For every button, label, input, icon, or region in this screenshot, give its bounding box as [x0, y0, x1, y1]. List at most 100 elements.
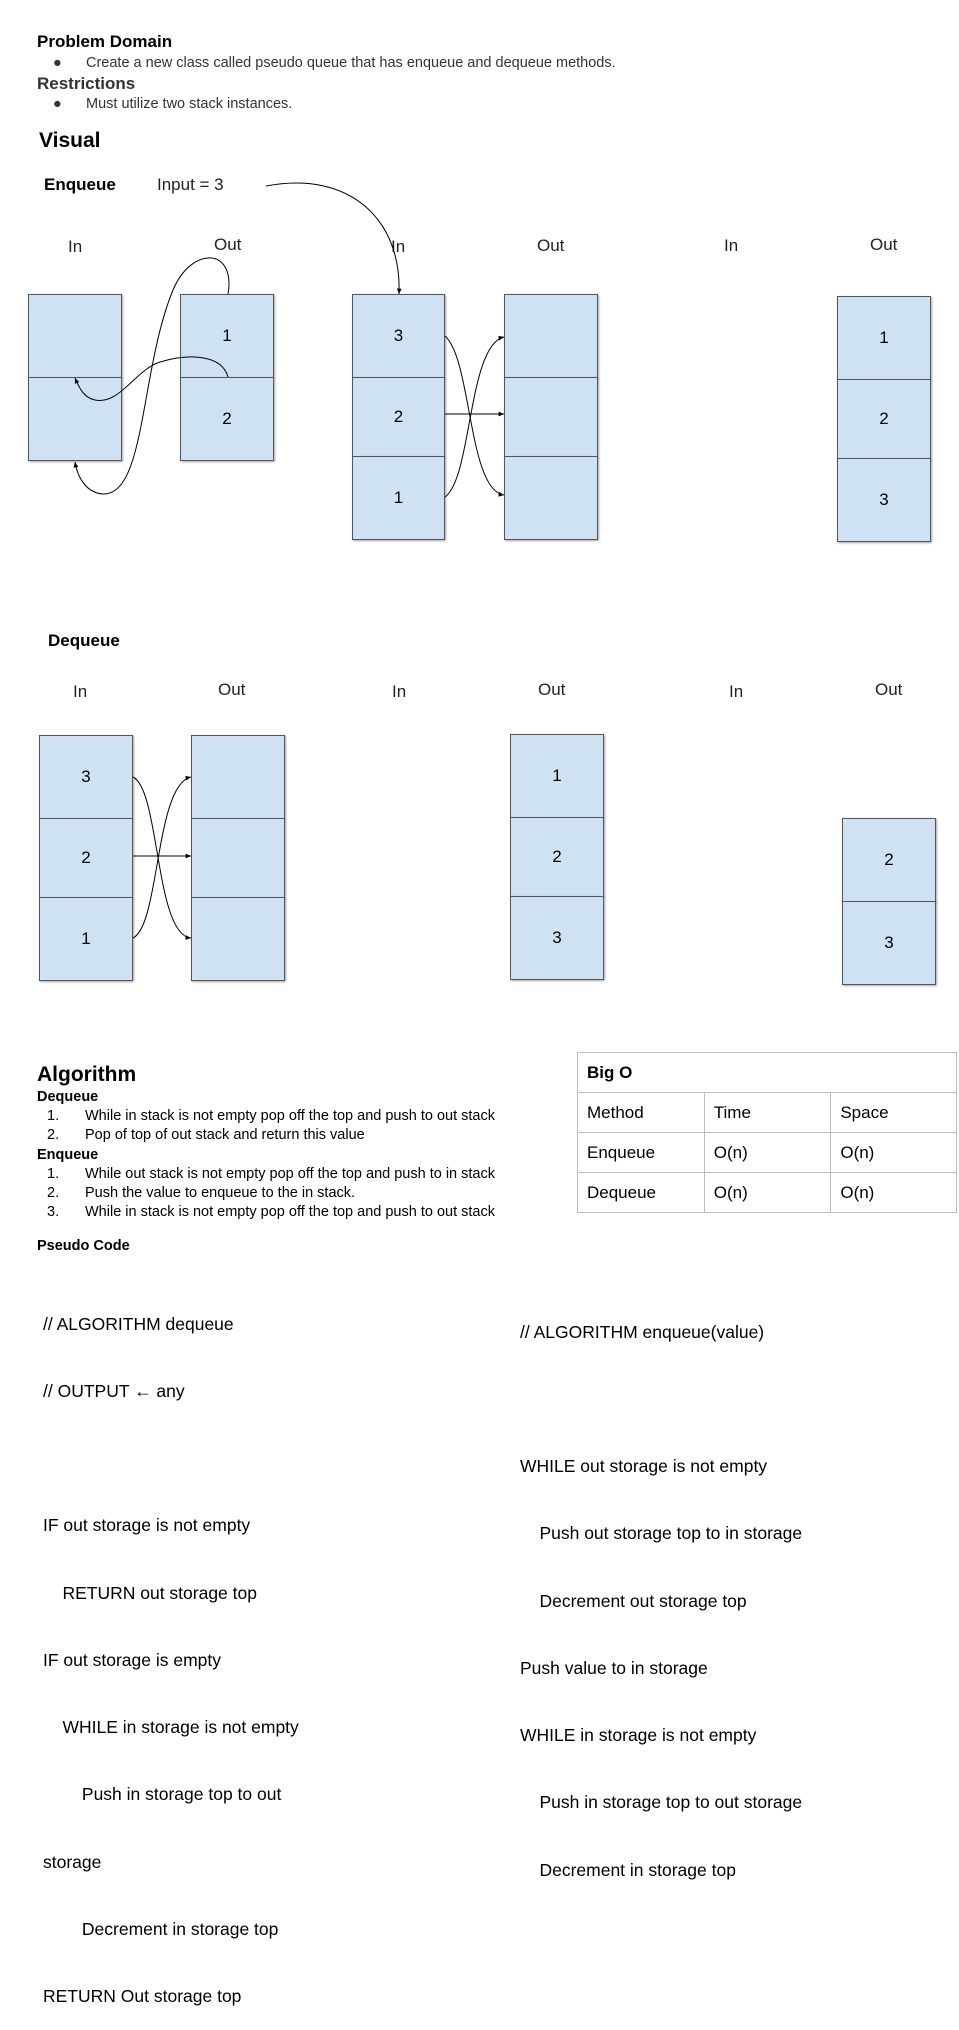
arrow — [73, 257, 230, 495]
arrow — [132, 776, 192, 940]
step-text: While out stack is not empty pop off the… — [85, 1166, 495, 1182]
algorithm-step: 2. Push the value to enqueue to the in s… — [37, 1185, 557, 1203]
table-cell: O(n) — [830, 1132, 957, 1173]
stack-label-in: In — [391, 237, 406, 256]
stack-cell: 3 — [352, 294, 445, 378]
problem-domain-text: Create a new class called pseudo queue t… — [86, 55, 616, 71]
arrow — [132, 775, 192, 939]
stack-cell: 2 — [352, 377, 445, 457]
big-o-table: Big O Method Time Space Enqueue O(n) O(n… — [577, 1052, 957, 1213]
step-text: While in stack is not empty pop off the … — [85, 1108, 495, 1124]
stack-label-in: In — [68, 237, 83, 256]
code-line: // ALGORITHM enqueue(value) — [520, 1321, 765, 1342]
big-o-title: Big O — [577, 1052, 957, 1093]
step-number: 1. — [47, 1166, 60, 1182]
stack-label-in: In — [724, 236, 739, 255]
arrow — [444, 335, 505, 497]
code-line: Push in storage top to out — [43, 1784, 282, 1805]
pseudo-code-heading: Pseudo Code — [37, 1238, 130, 1254]
stack-label-in: In — [729, 682, 744, 701]
arrow — [444, 335, 505, 498]
enqueue-label: Enqueue — [44, 175, 116, 194]
stack-cell: 2 — [837, 379, 931, 459]
restrictions-item: ● Must utilize two stack instances. — [53, 96, 553, 114]
pseudo-code-enqueue: // ALGORITHM enqueue(value) WHILE out st… — [520, 1276, 802, 1903]
step-number: 2. — [47, 1127, 60, 1143]
stack-label-out: Out — [218, 680, 246, 699]
code-line: Push value to in storage — [520, 1657, 708, 1678]
stack-cell — [504, 377, 598, 457]
algorithm-step: 1. While out stack is not empty pop off … — [37, 1166, 557, 1184]
code-line: // ALGORITHM dequeue — [43, 1313, 234, 1334]
table-header-cell: Method — [577, 1092, 705, 1133]
arrow — [74, 356, 229, 401]
table-cell: O(n) — [830, 1172, 957, 1213]
code-line: Push out storage top to in storage — [520, 1523, 803, 1544]
problem-domain-item: ● Create a new class called pseudo queue… — [53, 55, 753, 73]
stack-cell — [504, 294, 598, 378]
step-number: 3. — [47, 1204, 60, 1220]
table-header-cell: Time — [703, 1092, 832, 1133]
visual-heading: Visual — [39, 129, 101, 152]
dequeue-label: Dequeue — [48, 631, 120, 650]
step-text: Push the value to enqueue to the in stac… — [85, 1185, 356, 1201]
stack-label-out: Out — [214, 235, 242, 254]
stack-cell: 1 — [510, 734, 604, 818]
bullet-icon: ● — [53, 55, 62, 71]
code-line: // OUTPUT ← any — [43, 1381, 185, 1402]
code-line: storage — [43, 1851, 102, 1872]
algorithm-dequeue-heading: Dequeue — [37, 1089, 99, 1105]
table-cell: Dequeue — [577, 1172, 705, 1213]
stack-cell: 3 — [510, 896, 604, 980]
table-row: Enqueue O(n) O(n) — [577, 1132, 957, 1173]
stack-cell: 1 — [352, 456, 445, 540]
stack-cell — [191, 897, 285, 981]
table-cell: O(n) — [703, 1172, 832, 1213]
problem-domain-heading: Problem Domain — [37, 32, 173, 51]
stack-cell: 3 — [842, 901, 936, 985]
table-row: Dequeue O(n) O(n) — [577, 1172, 957, 1213]
algorithm-step: 1. While in stack is not empty pop off t… — [37, 1108, 557, 1126]
code-line: WHILE in storage is not empty — [43, 1717, 299, 1738]
code-line — [520, 1388, 802, 1410]
stack-cell: 3 — [39, 735, 133, 819]
stack-cell: 2 — [39, 818, 133, 898]
code-line: RETURN Out storage top — [43, 1985, 242, 2006]
table-cell: Enqueue — [577, 1132, 705, 1173]
stack-label-out: Out — [870, 235, 898, 254]
arrows-layer — [73, 182, 505, 940]
code-line: RETURN out storage top — [43, 1582, 257, 1603]
stack-cell — [28, 377, 122, 461]
algorithm-enqueue-heading: Enqueue — [37, 1147, 99, 1163]
algorithm-step: 2. Pop of top of out stack and return th… — [37, 1127, 557, 1145]
code-line: Decrement in storage top — [520, 1859, 736, 1880]
code-line — [43, 1447, 299, 1469]
stack-cell: 3 — [837, 458, 931, 542]
algorithm-step: 3. While in stack is not empty pop off t… — [37, 1204, 557, 1222]
code-line: WHILE out storage is not empty — [520, 1456, 768, 1477]
step-number: 1. — [47, 1108, 60, 1124]
stack-cell — [191, 818, 285, 898]
stack-label-out: Out — [875, 680, 903, 699]
table-cell: O(n) — [703, 1132, 832, 1173]
code-line: IF out storage is not empty — [43, 1515, 251, 1536]
stack-cell: 1 — [39, 897, 133, 981]
algorithm-heading: Algorithm — [37, 1063, 137, 1086]
table-row: Big O — [577, 1052, 957, 1093]
restrictions-text: Must utilize two stack instances. — [86, 96, 293, 112]
bullet-icon: ● — [53, 96, 62, 112]
code-line: IF out storage is empty — [43, 1649, 221, 1670]
stack-label-in: In — [392, 682, 407, 701]
code-line: Decrement out storage top — [520, 1590, 747, 1611]
stack-cell: 2 — [510, 817, 604, 897]
stack-cell: 2 — [180, 377, 274, 461]
table-row: Method Time Space — [577, 1092, 957, 1133]
stack-cell — [504, 456, 598, 540]
stack-label-out: Out — [538, 680, 566, 699]
step-number: 2. — [47, 1185, 60, 1201]
code-line: WHILE in storage is not empty — [520, 1725, 757, 1746]
step-text: Pop of top of out stack and return this … — [85, 1127, 365, 1143]
stack-label-out: Out — [537, 236, 565, 255]
code-line: Push in storage top to out storage — [520, 1792, 803, 1813]
pseudo-code-dequeue: // ALGORITHM dequeue // OUTPUT ← any IF … — [43, 1268, 299, 2030]
